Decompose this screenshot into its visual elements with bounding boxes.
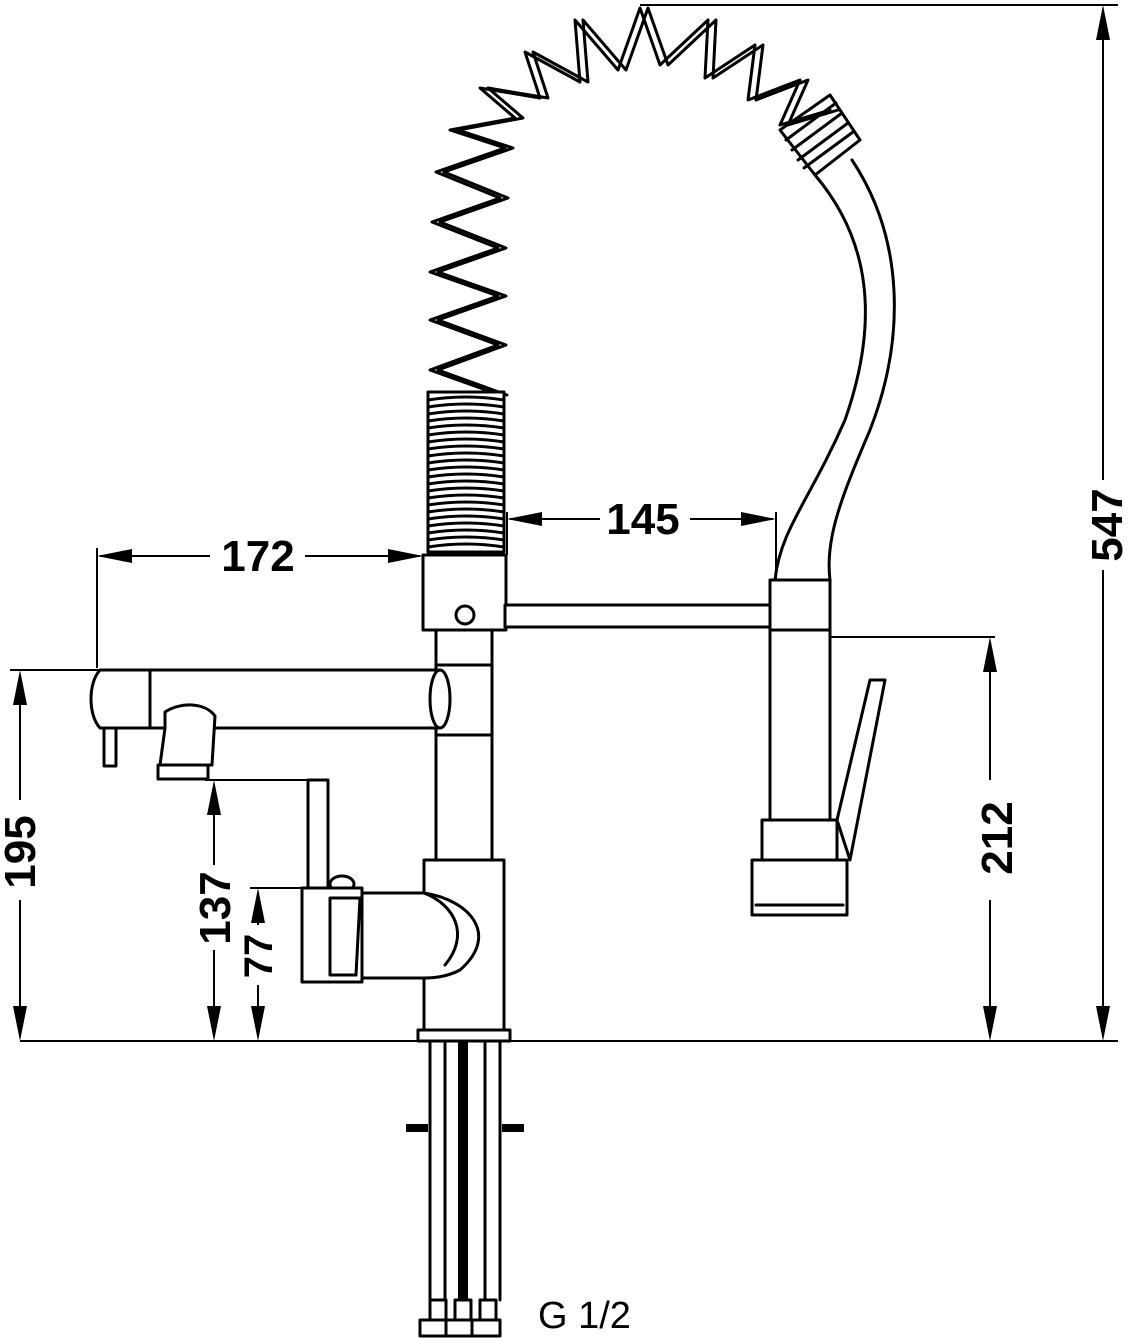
- corrugation-ridge: [426, 465, 506, 472]
- label-lever-top-height: 137: [191, 871, 240, 944]
- corrugation-ridge: [426, 451, 506, 458]
- dimension-spout-reach: 172: [96, 532, 423, 668]
- corrugation-ridge: [426, 528, 506, 535]
- label-overall-height: 547: [1083, 488, 1128, 561]
- corrugation-ridge: [426, 416, 506, 423]
- supply-hoses: [406, 1039, 524, 1338]
- dimension-lever-base-height: 77: [237, 887, 305, 1041]
- spout-valve-stem: [102, 726, 118, 768]
- mixer-handle: [300, 778, 481, 984]
- spray-arm: [503, 603, 773, 629]
- corrugation-ridge: [426, 458, 506, 465]
- corrugated-spring-sleeve: [426, 390, 506, 554]
- corrugation-ridge: [426, 521, 506, 528]
- spray-trigger: [835, 678, 887, 862]
- inner-supply-line: [458, 1041, 468, 1311]
- dimension-spray-arm-reach: 145: [506, 495, 777, 580]
- label-spray-head-height: 212: [973, 801, 1022, 874]
- dimension-lever-top-height: 137: [191, 779, 310, 1041]
- spray-hose: [773, 158, 896, 582]
- thread-size-label: G 1/2: [538, 1295, 631, 1337]
- corrugation-ridge: [426, 472, 506, 479]
- mount-nut-left: [406, 1124, 428, 1132]
- corrugation-ridge: [426, 444, 506, 451]
- corrugation-ridge: [426, 486, 506, 493]
- fixed-spout: [89, 668, 452, 781]
- corrugation-ridge: [426, 507, 506, 514]
- spray-head: [750, 578, 887, 917]
- mount-nut-right: [502, 1124, 524, 1132]
- corrugation-ridge: [426, 479, 506, 486]
- corrugation-ridge: [426, 514, 506, 521]
- dimension-spout-height: 195: [0, 669, 100, 1041]
- collar-screw: [454, 604, 476, 626]
- coil-end-collar: [778, 93, 862, 177]
- corrugation-ridge: [426, 493, 506, 500]
- corrugation-ridge: [426, 535, 506, 542]
- base-flange: [416, 1028, 512, 1043]
- corrugation-ridge: [426, 430, 506, 437]
- label-spray-arm-reach: 145: [606, 495, 679, 544]
- label-spout-reach: 172: [221, 532, 294, 581]
- corrugation-ridge: [426, 423, 506, 430]
- mixer-lever: [306, 778, 330, 890]
- corrugation-ridge: [426, 437, 506, 444]
- label-lever-base-height: 77: [237, 934, 281, 979]
- coil-spring: [428, 6, 840, 397]
- dimension-spray-head-height: 212: [830, 636, 1022, 1041]
- aerator-nozzle: [158, 703, 217, 767]
- corrugation-ridge: [426, 542, 506, 549]
- corrugation-ridge: [426, 500, 506, 507]
- corrugation-ridge: [426, 409, 506, 416]
- thread-connectors: [418, 1298, 502, 1338]
- corrugation-ridge: [426, 395, 506, 402]
- label-spout-height: 195: [0, 815, 45, 888]
- corrugation-ridge: [426, 402, 506, 409]
- dimension-overall-height: 547: [640, 4, 1128, 1041]
